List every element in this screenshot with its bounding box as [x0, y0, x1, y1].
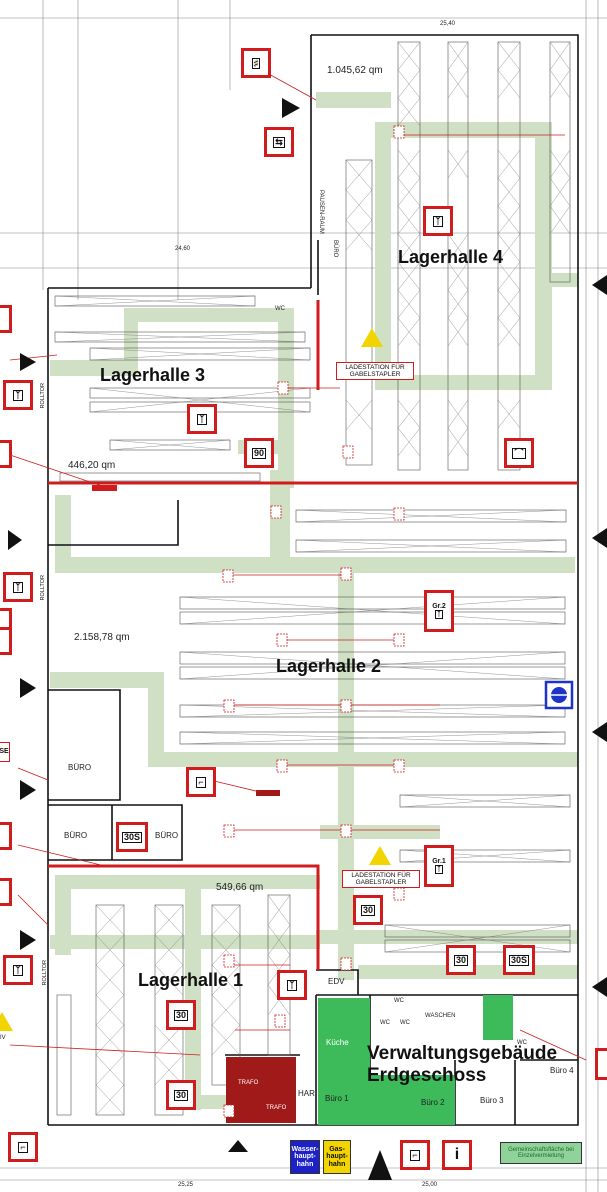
room-buero-1-admin: Büro 1	[325, 1094, 349, 1103]
room-trafo-1: TRAFO	[238, 1080, 259, 1086]
charging-station-label-1: LADESTATION FÜR GABELSTAPLER	[336, 362, 414, 381]
edge-sign-3	[0, 440, 12, 468]
room-buero-2-admin: Büro 2	[421, 1098, 445, 1107]
stair-area	[483, 995, 513, 1040]
edge-sign-6	[0, 627, 12, 655]
hall-3-area: 446,20 qm	[68, 460, 116, 471]
dimension-mid: 24,60	[175, 246, 191, 252]
room-buero-3-admin: Büro 3	[480, 1096, 504, 1105]
room-buero-4-admin: Büro 4	[550, 1066, 574, 1075]
room-har: HAR	[298, 1089, 315, 1098]
fire-sign-30-3: 30	[166, 1000, 196, 1030]
room-buero-3: BÜRO	[155, 831, 179, 840]
fire-extinguisher-sign-3: ᛉ	[423, 206, 453, 236]
hall-4-title: Lagerhalle 4	[398, 247, 504, 267]
kitchen-area	[318, 998, 370, 1125]
edge-sign-2: ᛉ	[3, 380, 33, 410]
room-waschen: WASCHEN	[425, 1013, 456, 1019]
room-wc-2: WC	[380, 1020, 390, 1026]
dimension-bottom-left: 25,25	[178, 1182, 194, 1188]
edge-sign-1	[0, 305, 12, 333]
leader-lines	[9, 67, 587, 1061]
corridor-area	[370, 1075, 455, 1125]
charging-warning-icon-2	[369, 846, 391, 865]
edge-label-se: SE	[0, 742, 10, 762]
stair-sign-1: ⌐	[186, 767, 216, 797]
room-buero-1: BÜRO	[68, 763, 92, 772]
fire-extinguisher-sign-90: 90	[244, 438, 274, 468]
rack-hatching	[54, 41, 571, 1116]
hall-4-area: 1.045,62 qm	[327, 65, 383, 76]
edge-sign-7	[0, 822, 12, 850]
fire-extinguisher-sign-4: ᛉ	[187, 404, 217, 434]
fire-extinguisher-sign-5: ⌒	[504, 438, 534, 468]
charging-warning-icon-1	[361, 328, 383, 347]
edge-sign-9: ᛉ	[3, 955, 33, 985]
fire-sign-30-2: 30	[446, 945, 476, 975]
entrances	[8, 98, 607, 1180]
fire-extinguisher-sign-2: ⇆	[264, 127, 294, 157]
legend-shared-area: Gemeinschaftsfläche bei Einzelvermietung	[500, 1142, 582, 1164]
dimension-bottom-right: 25,00	[422, 1182, 438, 1188]
room-buero-vertical: BÜRO	[332, 240, 338, 258]
room-wc-5: WC	[517, 1040, 527, 1046]
room-edv: EDV	[328, 977, 345, 986]
charging-station-label-2: LADESTATION FÜR GABELSTAPLER	[342, 870, 420, 889]
fire-extinguisher-sign-6: ᛉ	[277, 970, 307, 1000]
room-wc-1: WC	[275, 306, 285, 312]
admin-building-title: Verwaltungsgebäude Erdgeschoss	[367, 1043, 558, 1086]
edge-warning-icon	[0, 1012, 13, 1031]
forklift-paths	[50, 92, 578, 1110]
hall-1-title: Lagerhalle 1	[138, 970, 244, 990]
fire-sign-30s-1: 30S	[116, 822, 148, 852]
racks	[54, 41, 571, 1116]
edge-sign-8	[0, 878, 12, 906]
room-wc-4: WC	[394, 998, 404, 1004]
room-pausenraum: PAUSEN-RAUM	[318, 190, 324, 234]
info-sign: i	[442, 1140, 472, 1170]
hall-1-area: 549,66 qm	[216, 882, 264, 893]
room-wc-3: WC	[400, 1020, 410, 1026]
trafo-room	[226, 1057, 296, 1123]
room-trafo-2: TRAFO	[266, 1105, 287, 1111]
stair-sign-2: ⌐	[8, 1132, 38, 1162]
dark-strip	[256, 790, 280, 796]
hall-2-area: 2.158,78 qm	[74, 632, 130, 643]
room-buero-2: BÜRO	[64, 831, 88, 840]
red-strip	[92, 485, 117, 491]
dimension-top: 25,40	[440, 21, 456, 27]
edge-label-iv: IV	[0, 1035, 6, 1041]
water-main-valve: Wasser-haupt-hahn	[290, 1140, 320, 1174]
rolltor-label-3: ROLLTOR	[40, 575, 46, 601]
hydrant-markers	[222, 125, 405, 1118]
hall-3-title: Lagerhalle 3	[100, 365, 206, 385]
hall-2-title: Lagerhalle 2	[276, 656, 382, 676]
fire-extinguisher-sign-1: ♯	[241, 48, 271, 78]
edge-sign-right	[595, 1048, 607, 1080]
rolltor-label-4: ROLLTOR	[42, 960, 48, 986]
fire-sign-30-1: 30	[353, 895, 383, 925]
gas-main-valve: Gas-haupt-hahn	[323, 1140, 351, 1174]
fire-sign-30s-2: 30S	[503, 945, 535, 975]
edge-sign-4: ᛉ	[3, 572, 33, 602]
stair-sign-3: ⌐	[400, 1140, 430, 1170]
room-kueche: Küche	[326, 1038, 349, 1047]
fire-sign-30-4: 30	[166, 1080, 196, 1110]
rolltor-label-2: ROLLTOR	[40, 383, 46, 409]
